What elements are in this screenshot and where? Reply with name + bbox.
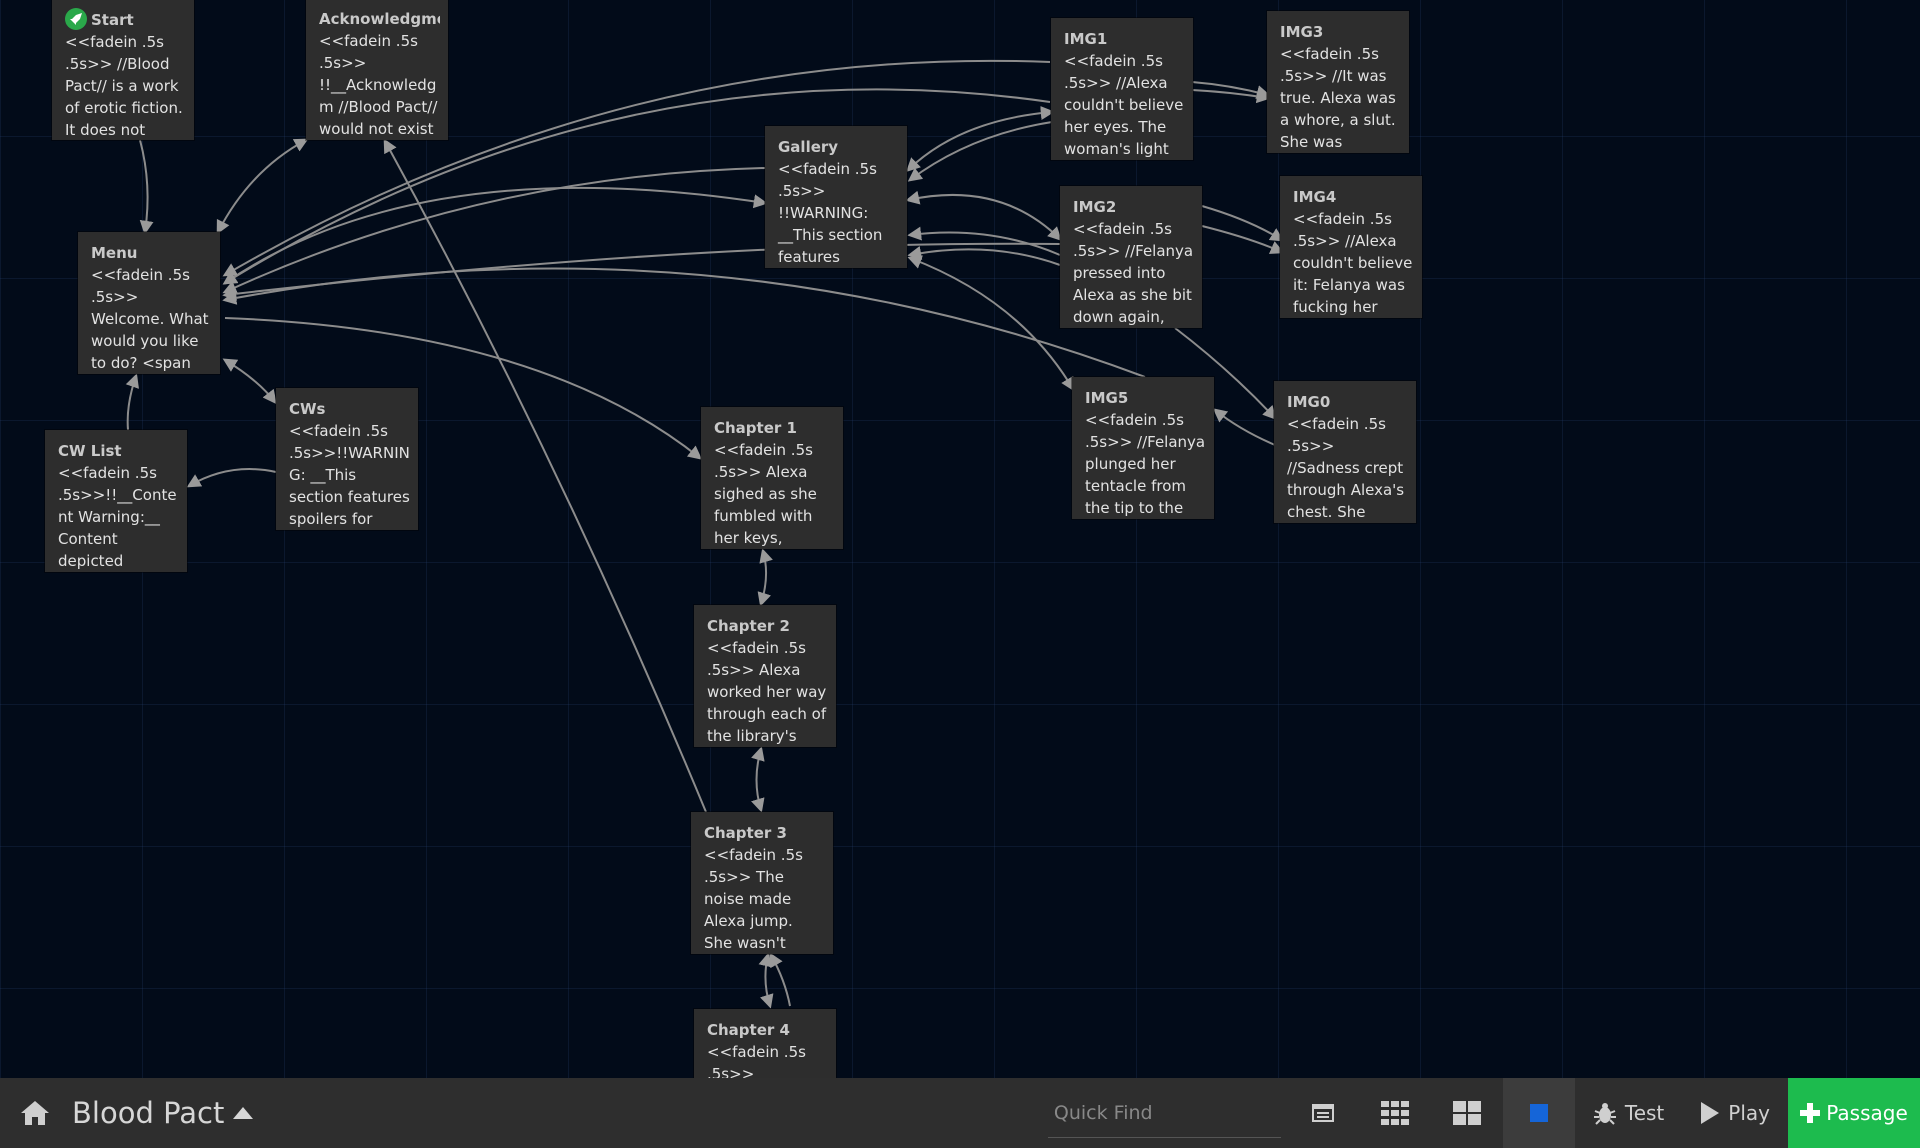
- passage-excerpt: <<fadein .5s .5s>> //It was true. Alexa …: [1280, 43, 1401, 153]
- link-menu-cws: [225, 360, 275, 402]
- passage-img5[interactable]: IMG5 <<fadein .5s .5s>> //Felanya plunge…: [1072, 377, 1214, 519]
- link-chapter1-chapter2: [761, 551, 766, 604]
- link-gallery-img5: [910, 258, 1073, 389]
- story-title: Blood Pact: [72, 1096, 224, 1130]
- passage-excerpt: <<fadein .5s .5s>>: [707, 1041, 828, 1078]
- passage-title: IMG4: [1293, 186, 1414, 208]
- passage-chapter-3[interactable]: Chapter 3 <<fadein .5s .5s>> The noise m…: [691, 812, 833, 954]
- zoom-medium-button[interactable]: [1431, 1078, 1503, 1148]
- story-details-icon: [1312, 1104, 1334, 1122]
- passage-excerpt: <<fadein .5s .5s>> Alexa worked her way …: [707, 637, 828, 747]
- passage-title: CWs: [289, 398, 410, 420]
- passage-excerpt: <<fadein .5s .5s>>!!__Content Warning:__…: [58, 462, 179, 572]
- home-button[interactable]: [0, 1078, 70, 1148]
- passage-chapter-4[interactable]: Chapter 4 <<fadein .5s .5s>>: [694, 1009, 836, 1078]
- passage-menu[interactable]: Menu <<fadein .5s .5s>> Welcome. What wo…: [78, 232, 220, 374]
- passage-acknowledgments[interactable]: Acknowledgmen <<fadein .5s .5s>> !!__Ack…: [306, 0, 448, 140]
- passage-title: IMG2: [1073, 196, 1194, 218]
- passage-excerpt: <<fadein .5s .5s>>!!WARNING: __This sect…: [289, 420, 410, 530]
- rocket-icon: [65, 8, 87, 30]
- story-details-button[interactable]: [1287, 1078, 1359, 1148]
- passage-start[interactable]: Start <<fadein .5s .5s>> //Blood Pact// …: [52, 0, 194, 140]
- passage-img1[interactable]: IMG1 <<fadein .5s .5s>> //Alexa couldn't…: [1051, 18, 1193, 160]
- passage-excerpt: <<fadein .5s .5s>> //Blood Pact// is a w…: [65, 31, 186, 140]
- passage-title: IMG3: [1280, 21, 1401, 43]
- passage-title: CW List: [58, 440, 179, 462]
- passage-excerpt: <<fadein .5s .5s>> //Alexa couldn't beli…: [1064, 50, 1185, 160]
- link-img2-img4: [1202, 206, 1282, 240]
- passage-title: Start: [65, 8, 186, 31]
- link-img2-img4-2: [1202, 226, 1282, 252]
- large-square-icon: [1530, 1104, 1548, 1122]
- story-toolbar: Blood Pact: [0, 1078, 1920, 1148]
- link-menu-acknowledgments: [218, 140, 306, 232]
- link-start-menu: [140, 140, 148, 232]
- passage-title: Chapter 1: [714, 417, 835, 439]
- add-passage-label: Passage: [1826, 1101, 1908, 1125]
- passage-title: Gallery: [778, 136, 899, 158]
- passage-excerpt: <<fadein .5s .5s>> !!WARNING: __This sec…: [778, 158, 899, 268]
- passage-gallery[interactable]: Gallery <<fadein .5s .5s>> !!WARNING: __…: [765, 126, 907, 268]
- play-label: Play: [1728, 1101, 1770, 1125]
- passage-title: Chapter 4: [707, 1019, 828, 1041]
- story-name-menu[interactable]: Blood Pact: [72, 1096, 254, 1130]
- passage-cws[interactable]: CWs <<fadein .5s .5s>>!!WARNING: __This …: [276, 388, 418, 530]
- passage-title: Menu: [91, 242, 212, 264]
- add-passage-button[interactable]: Passage: [1788, 1078, 1920, 1148]
- passage-chapter-2[interactable]: Chapter 2 <<fadein .5s .5s>> Alexa worke…: [694, 605, 836, 747]
- zoom-small-button[interactable]: [1359, 1078, 1431, 1148]
- link-chapter2-chapter3: [757, 749, 762, 810]
- bug-icon: [1593, 1101, 1617, 1125]
- passage-img0[interactable]: IMG0 <<fadein .5s .5s>> //Sadness crept …: [1274, 381, 1416, 523]
- link-chapter4-chapter3: [771, 955, 790, 1006]
- passage-excerpt: <<fadein .5s .5s>> !!__Acknowledgm //Blo…: [319, 30, 440, 140]
- passage-excerpt: <<fadein .5s .5s>> Welcome. What would y…: [91, 264, 212, 374]
- link-img0-img5: [1215, 410, 1275, 445]
- passage-cw-list[interactable]: CW List <<fadein .5s .5s>>!!__Content Wa…: [45, 430, 187, 572]
- link-cwlist-menu: [128, 376, 136, 430]
- passage-title: IMG0: [1287, 391, 1408, 413]
- quick-find-input[interactable]: [1048, 1089, 1281, 1138]
- passage-excerpt: <<fadein .5s .5s>> //Alexa couldn't beli…: [1293, 208, 1414, 318]
- link-cws-cwlist: [189, 469, 276, 486]
- passage-excerpt: <<fadein .5s .5s>> //Sadness crept throu…: [1287, 413, 1408, 523]
- plus-icon: [1800, 1103, 1820, 1123]
- passage-title: IMG5: [1085, 387, 1206, 409]
- link-chapter3-chapter4: [765, 955, 770, 1006]
- medium-grid-icon: [1453, 1101, 1481, 1125]
- passage-excerpt: <<fadein .5s .5s>> //Felanya pressed int…: [1073, 218, 1194, 328]
- test-button[interactable]: Test: [1575, 1078, 1682, 1148]
- passage-title: Acknowledgmen: [319, 8, 440, 30]
- small-grid-icon: [1381, 1101, 1409, 1125]
- link-img5-menu: [225, 268, 1145, 377]
- play-icon: [1700, 1101, 1720, 1125]
- passage-title: IMG1: [1064, 28, 1185, 50]
- passage-img3[interactable]: IMG3 <<fadein .5s .5s>> //It was true. A…: [1267, 11, 1409, 153]
- passage-img4[interactable]: IMG4 <<fadein .5s .5s>> //Alexa couldn't…: [1280, 176, 1422, 318]
- link-img2-gallery-2: [910, 249, 1060, 265]
- passage-chapter-1[interactable]: Chapter 1 <<fadein .5s .5s>> Alexa sighe…: [701, 407, 843, 549]
- passage-img2[interactable]: IMG2 <<fadein .5s .5s>> //Felanya presse…: [1060, 186, 1202, 328]
- home-icon: [19, 1098, 51, 1128]
- play-button[interactable]: Play: [1682, 1078, 1788, 1148]
- zoom-large-button[interactable]: [1503, 1078, 1575, 1148]
- link-chapter3-acknowledgments: [385, 141, 706, 812]
- passage-excerpt: <<fadein .5s .5s>> The noise made Alexa …: [704, 844, 825, 954]
- passage-title: Chapter 3: [704, 822, 825, 844]
- caret-up-icon: [232, 1106, 254, 1120]
- passage-excerpt: <<fadein .5s .5s>> Alexa sighed as she f…: [714, 439, 835, 549]
- story-map[interactable]: Start <<fadein .5s .5s>> //Blood Pact// …: [0, 0, 1920, 1078]
- passage-excerpt: <<fadein .5s .5s>> //Felanya plunged her…: [1085, 409, 1206, 519]
- passage-title: Chapter 2: [707, 615, 828, 637]
- test-label: Test: [1625, 1101, 1664, 1125]
- passage-links: [0, 0, 1920, 1078]
